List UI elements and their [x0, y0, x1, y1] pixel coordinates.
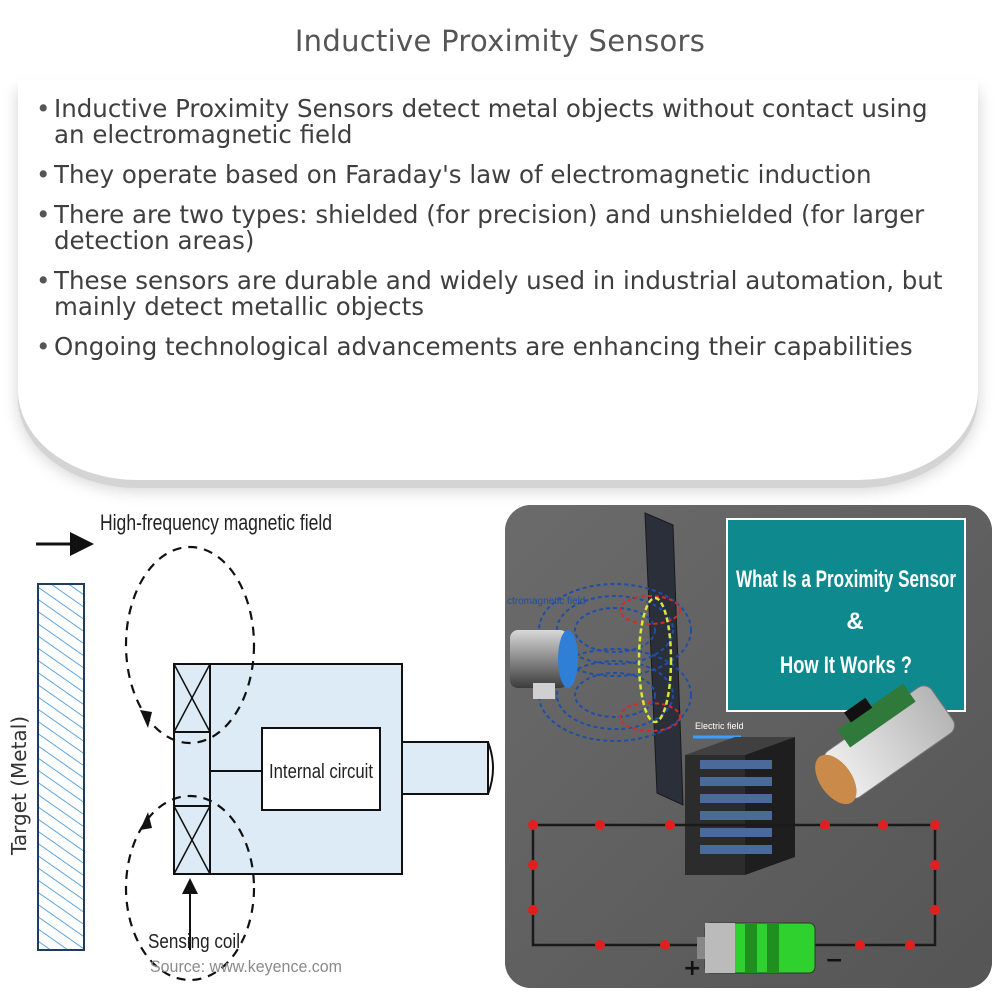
sensor-product [815, 683, 955, 805]
proximity-sensor-illustration: ctromagnetic field What Is a Proximity S… [505, 505, 992, 988]
bullet-list: Inductive Proximity Sensors detect metal… [34, 96, 964, 374]
target-metal-plate [37, 583, 85, 951]
internal-circuit-label: Internal circuit [269, 761, 373, 783]
target-label: Target (Metal) [7, 716, 31, 856]
sensor-schematic: High-frequency magnetic field Target (Me… [0, 500, 500, 990]
field-loop-bottom [124, 794, 256, 982]
bullet-item: They operate based on Faraday's law of e… [34, 162, 964, 189]
sensing-coil-label: Sensing coil [148, 931, 240, 953]
bullet-item: These sensors are durable and widely use… [34, 268, 964, 320]
battery-minus: − [825, 948, 843, 973]
bullet-item: There are two types: shielded (for preci… [34, 202, 964, 254]
source-label: Source: www.keyence.com [150, 957, 342, 976]
field-loop-top [124, 545, 256, 745]
metal-plate [644, 512, 684, 806]
bullet-item: Ongoing technological advancements are e… [34, 334, 964, 361]
capacitor-stack [685, 737, 795, 875]
field-label: ctromagnetic field [507, 596, 585, 607]
banner-line-2: & [846, 608, 863, 635]
battery-plus: + [683, 956, 701, 981]
internal-circuit-box [261, 727, 381, 811]
battery [697, 922, 816, 974]
banner-line-3: How It Works ? [780, 652, 912, 679]
sensor-cylinder [510, 630, 568, 688]
bullet-item: Inductive Proximity Sensors detect metal… [34, 96, 964, 148]
title-banner [726, 518, 966, 712]
page-title: Inductive Proximity Sensors [294, 24, 706, 58]
sensor-cable [401, 741, 489, 795]
banner-line-1: What Is a Proximity Sensor [736, 566, 956, 593]
electric-field-label: Electric field [695, 721, 744, 731]
magnetic-field-label: High-frequency magnetic field [100, 510, 332, 535]
